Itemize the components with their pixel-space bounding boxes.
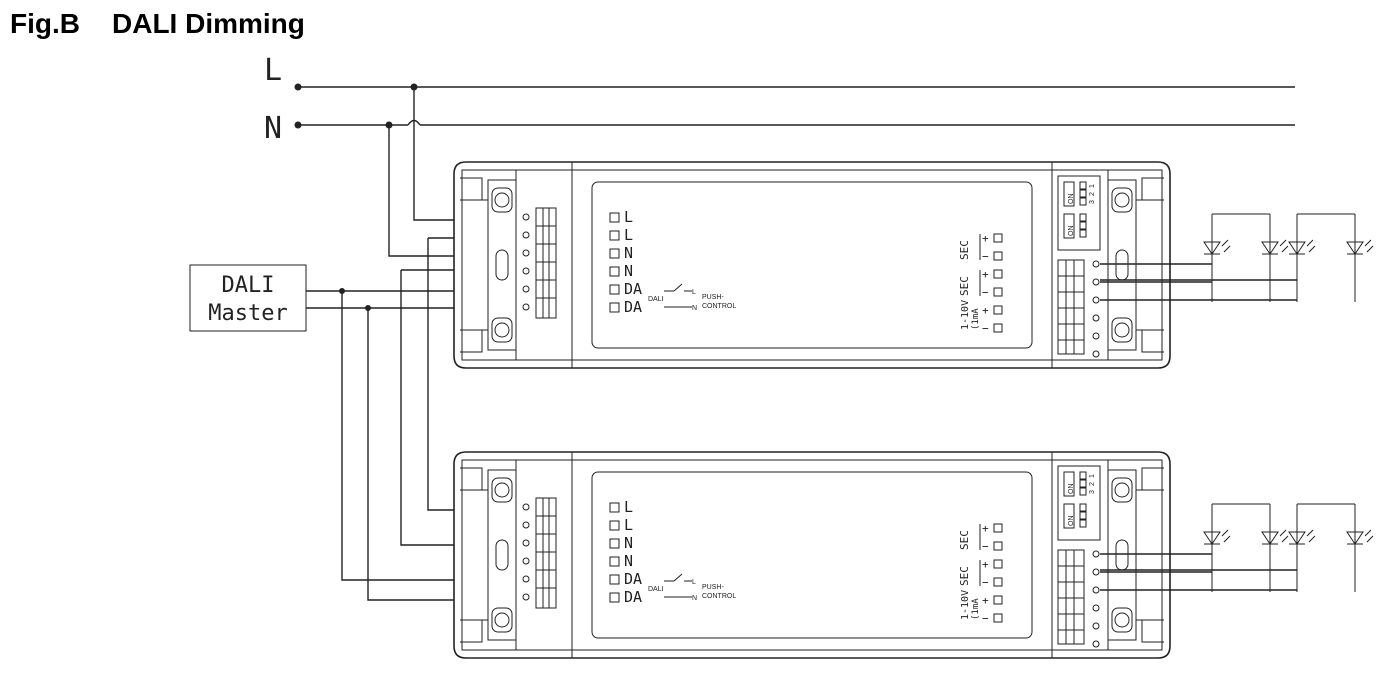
top-minus-2: − [982, 286, 989, 299]
top-sec-1: SEC [958, 240, 971, 260]
top-push-n: N [692, 305, 697, 312]
bottom-dim-2: (1mA [971, 598, 981, 620]
top-plus-3: + [982, 304, 989, 317]
bottom-minus-3: − [982, 612, 989, 625]
top-dip-digit-3: 3 [1089, 200, 1096, 204]
bottom-dip-digit-1: 1 [1089, 474, 1096, 478]
bottom-dim-1: 1-10V [960, 590, 971, 620]
bottom-dip-digit-2: 2 [1089, 482, 1096, 486]
top-sec-2: SEC [958, 276, 971, 296]
top-dim-2: (1mA [971, 308, 981, 330]
bottom-label-n1: N [624, 534, 633, 552]
bottom-dip-on-1: ON [1068, 484, 1075, 495]
bottom-sec-1: SEC [958, 530, 971, 550]
top-label-n1: N [624, 244, 633, 262]
top-label-da1: DA [624, 280, 642, 298]
top-label-l1: L [624, 208, 633, 226]
top-plus-1: + [982, 232, 989, 245]
top-label-n2: N [624, 262, 633, 280]
bottom-dip-digit-3: 3 [1089, 490, 1096, 494]
figure-title: Fig.B DALI Dimming [10, 8, 305, 40]
bottom-push-n: N [692, 595, 697, 602]
driver-unit-top [453, 161, 1171, 369]
bottom-plus-3: + [982, 594, 989, 607]
top-label-da2: DA [624, 298, 642, 316]
top-push-control-1: PUSH- [702, 294, 724, 301]
bottom-plus-1: + [982, 522, 989, 535]
top-minus-1: − [982, 250, 989, 263]
bottom-label-da2: DA [624, 588, 642, 606]
led-group-bottom-right [1288, 503, 1374, 593]
top-dip-digit-2: 2 [1089, 192, 1096, 196]
bottom-sec-2: SEC [958, 566, 971, 586]
bottom-label-l1: L [624, 498, 633, 516]
figure-label: Fig.B [10, 8, 80, 39]
top-minus-3: − [982, 322, 989, 335]
mains-line-label: L [264, 53, 282, 88]
top-dip-on-2: ON [1068, 226, 1075, 237]
dali-master-line2: Master [208, 301, 287, 326]
top-dip-on-1: ON [1068, 194, 1075, 205]
bottom-push-l: L [692, 579, 696, 586]
bottom-push-control-1: PUSH- [702, 584, 724, 591]
top-plus-2: + [982, 268, 989, 281]
bottom-minus-2: − [982, 576, 989, 589]
bottom-label-da1: DA [624, 570, 642, 588]
bottom-plus-2: + [982, 558, 989, 571]
dali-master-line1: DALI [222, 273, 275, 298]
bottom-push-control-2: CONTROL [702, 593, 736, 600]
top-dim-1: 1-10V [960, 300, 971, 330]
bottom-label-l2: L [624, 516, 633, 534]
bottom-label-n2: N [624, 552, 633, 570]
dali-master-box [189, 264, 307, 332]
top-push-control-2: CONTROL [702, 303, 736, 310]
figure-heading: DALI Dimming [112, 8, 305, 39]
top-push-dali: DALI [648, 296, 664, 303]
led-group-top-right [1288, 213, 1374, 303]
driver-unit-bottom [453, 451, 1171, 659]
bottom-push-dali: DALI [648, 586, 664, 593]
bottom-minus-1: − [982, 540, 989, 553]
top-dip-digit-1: 1 [1089, 184, 1096, 188]
mains-neutral-label: N [264, 111, 282, 146]
top-push-l: L [692, 289, 696, 296]
top-label-l2: L [624, 226, 633, 244]
led-group-bottom-left [1203, 503, 1289, 593]
bottom-dip-on-2: ON [1068, 516, 1075, 527]
led-group-top-left [1203, 213, 1289, 303]
